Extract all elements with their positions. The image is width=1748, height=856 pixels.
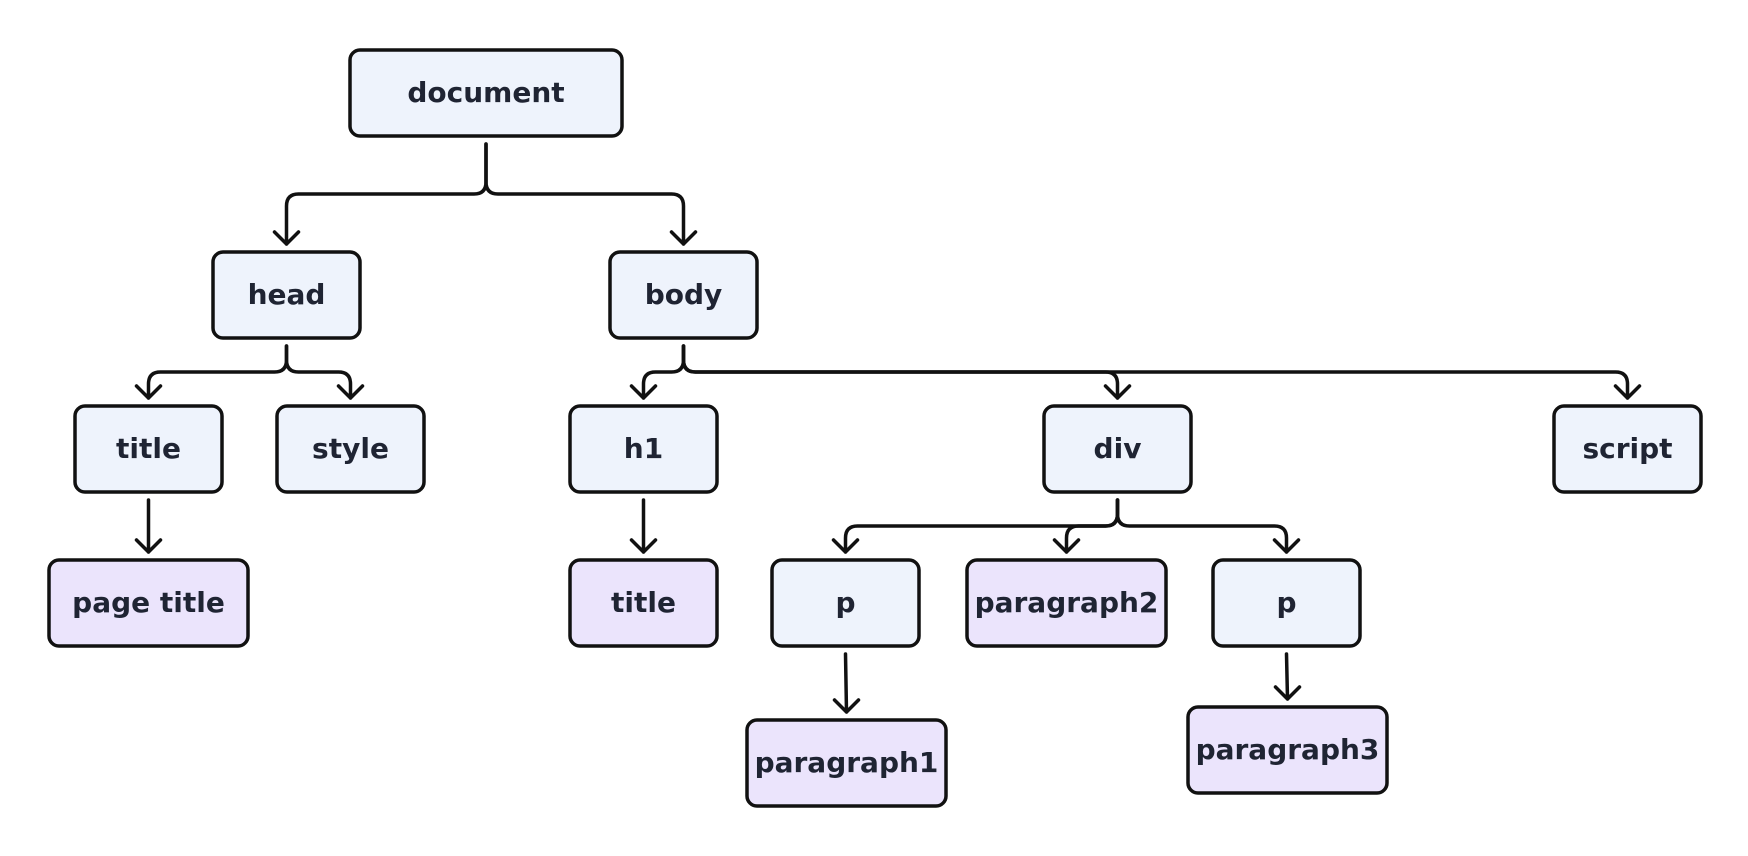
node-box [275, 404, 426, 494]
node-label: title [611, 586, 676, 619]
node-box [568, 558, 719, 648]
node-label: page title [72, 586, 225, 619]
node-box [348, 48, 624, 138]
edges-layer [134, 142, 1642, 714]
node-label: paragraph1 [755, 746, 939, 779]
node-p-first: p [770, 558, 921, 648]
node-label: title [116, 432, 181, 465]
node-label: head [248, 278, 326, 311]
node-paragraph2: paragraph2 [965, 558, 1168, 648]
node-h1-title: title [568, 558, 719, 648]
nodes-layer: document head body title style h1 div script pag… [47, 48, 1703, 808]
node-box [965, 558, 1168, 648]
node-body: body [608, 250, 759, 340]
node-label: body [645, 278, 723, 311]
node-script: script [1552, 404, 1703, 494]
edge-head-style [284, 344, 365, 400]
node-p-second: p [1211, 558, 1362, 648]
node-label: p [835, 586, 855, 619]
node-h1: h1 [568, 404, 719, 494]
node-box [770, 558, 921, 648]
edge-head-title [134, 344, 289, 400]
node-label: paragraph3 [1196, 733, 1380, 766]
node-label: div [1094, 432, 1142, 465]
node-title: title [73, 404, 224, 494]
node-label: h1 [624, 432, 663, 465]
node-head: head [211, 250, 362, 340]
node-label: p [1276, 586, 1296, 619]
node-box [1186, 705, 1389, 795]
node-box [211, 250, 362, 340]
edge-body-script [681, 344, 1642, 400]
node-label: document [407, 76, 564, 109]
node-box [1211, 558, 1362, 648]
edge-body-h1 [629, 344, 686, 400]
edge-title-page_title [134, 498, 163, 554]
node-box [1042, 404, 1193, 494]
edge-h1-h1_title [629, 498, 658, 554]
edge-document-body [484, 142, 698, 246]
node-box [73, 404, 224, 494]
edge-div-p_second [1115, 498, 1301, 554]
node-box [608, 250, 759, 340]
node-box [1552, 404, 1703, 494]
edge-document-head [272, 142, 488, 246]
node-paragraph3: paragraph3 [1186, 705, 1389, 795]
edge-p_second-paragraph3 [1273, 652, 1302, 701]
node-div: div [1042, 404, 1193, 494]
node-box [47, 558, 250, 648]
node-box [568, 404, 719, 494]
node-paragraph1: paragraph1 [745, 718, 948, 808]
node-label: style [312, 432, 389, 465]
edge-p_first-paragraph1 [832, 652, 861, 714]
node-page-title: page title [47, 558, 250, 648]
node-label: script [1582, 432, 1672, 465]
node-label: paragraph2 [975, 586, 1159, 619]
node-style: style [275, 404, 426, 494]
node-box [745, 718, 948, 808]
node-document: document [348, 48, 624, 138]
